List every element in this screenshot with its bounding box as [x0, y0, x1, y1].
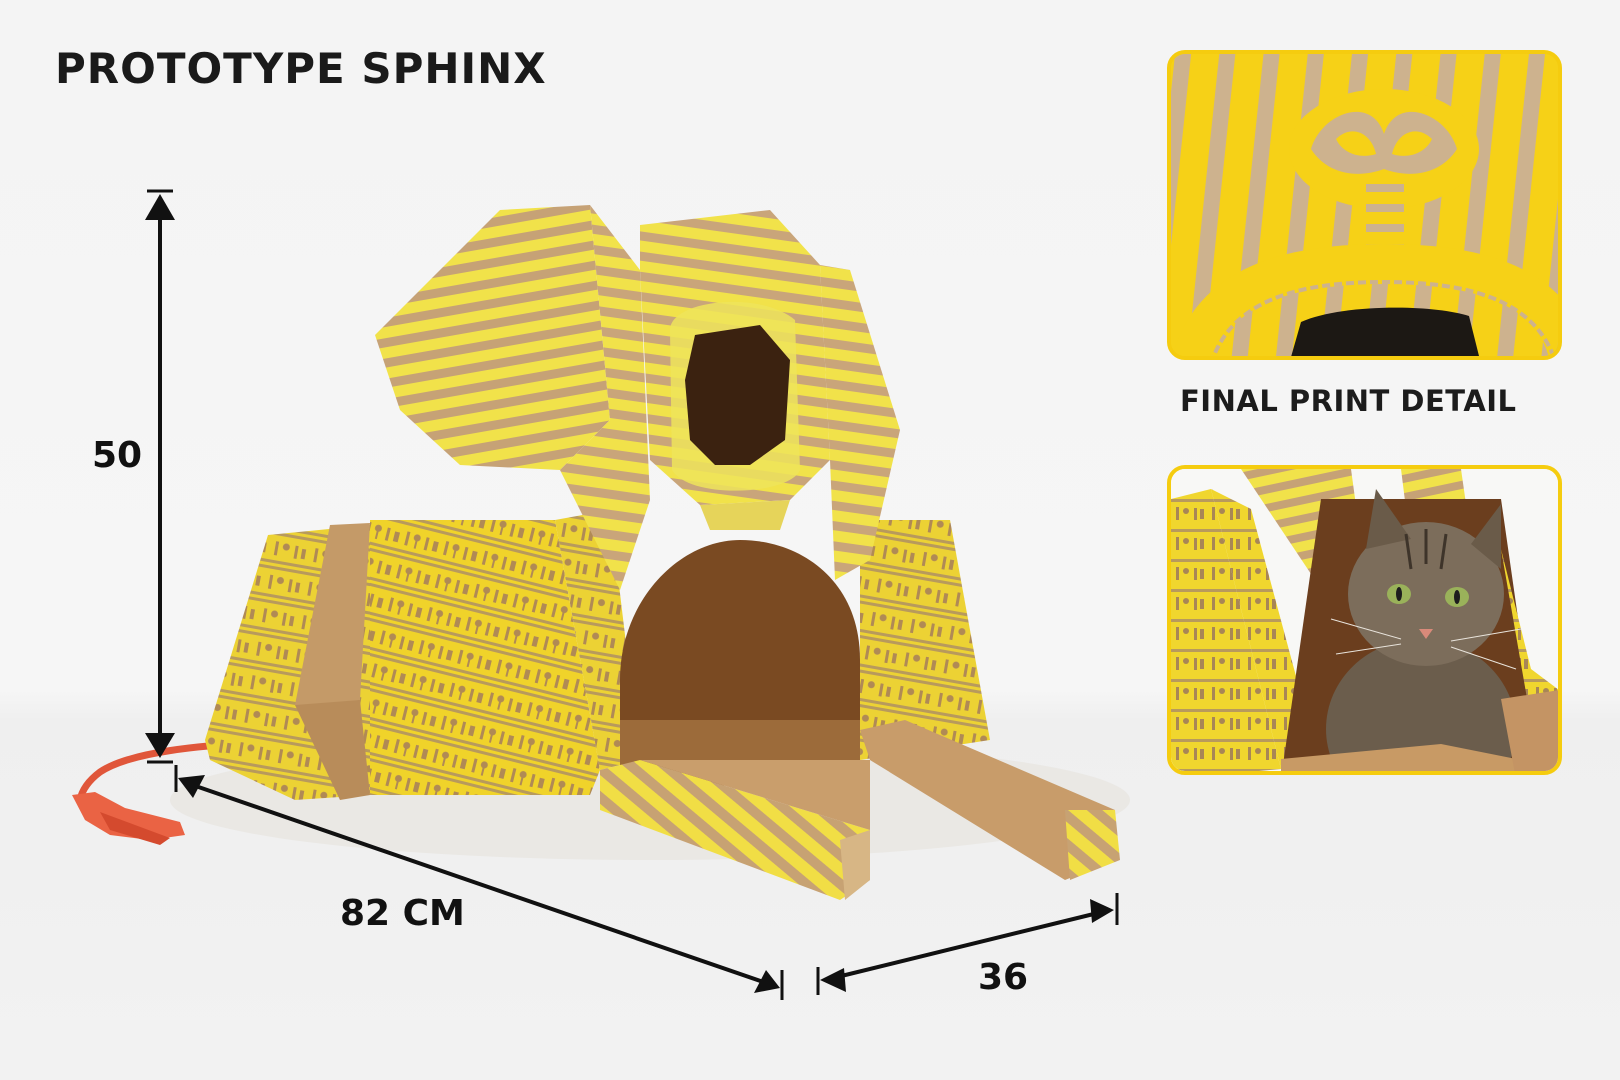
print-detail-caption: FINAL PRINT DETAIL: [1180, 384, 1517, 418]
height-label: 50: [92, 435, 143, 476]
length-label: 82 CM: [340, 893, 465, 934]
print-detail-panel: [1167, 50, 1562, 360]
page-title: PROTOTYPE SPHINX: [55, 44, 547, 93]
width-label: 36: [978, 957, 1029, 998]
width-dimension-arrow: [816, 893, 1119, 995]
cat-in-sphinx-image: [1171, 469, 1558, 771]
height-dimension-arrow: [145, 189, 175, 764]
cobra-print-detail-image: [1171, 54, 1558, 356]
length-dimension-arrow: [174, 765, 784, 1000]
cat-photo-panel: [1167, 465, 1562, 775]
